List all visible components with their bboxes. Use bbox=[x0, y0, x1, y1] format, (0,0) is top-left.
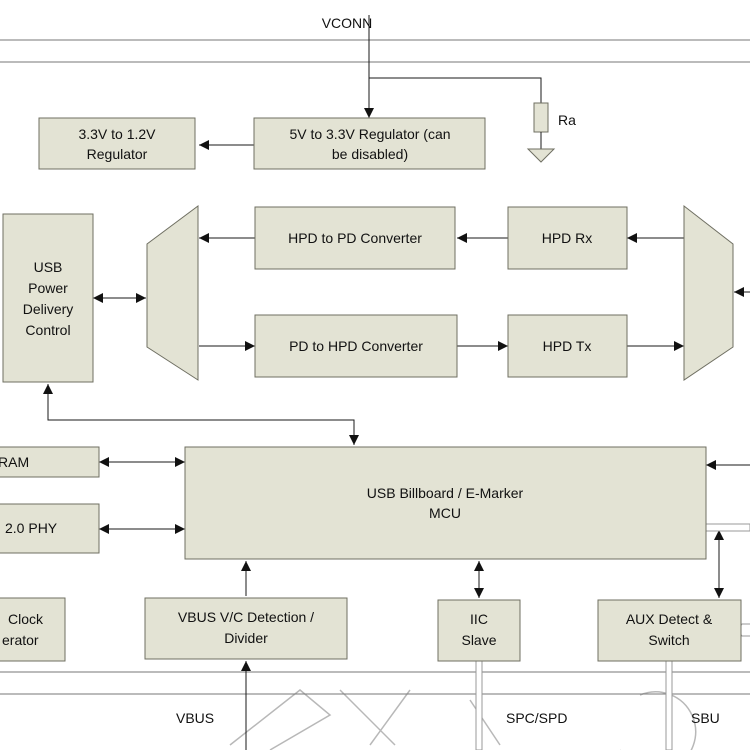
spc-spd-signal-label: SPC/SPD bbox=[506, 710, 567, 726]
watermark-decoration bbox=[229, 689, 697, 750]
ram-label: RAM bbox=[0, 454, 29, 470]
ground-icon bbox=[526, 148, 556, 163]
clock-generator-block bbox=[0, 597, 66, 662]
usb-pd-line3: Delivery bbox=[23, 301, 74, 317]
iic-line2: Slave bbox=[461, 632, 496, 648]
vbus-detection-block bbox=[144, 597, 348, 660]
regulator-3v3-line2: Regulator bbox=[87, 146, 148, 162]
ra-label: Ra bbox=[558, 112, 576, 128]
clock-line2: erator bbox=[2, 632, 39, 648]
hpd-tx-label: HPD Tx bbox=[543, 338, 592, 354]
hpd-to-pd-label: HPD to PD Converter bbox=[288, 230, 422, 246]
hpd-to-pd-converter-block bbox=[254, 206, 456, 270]
hpd-rx-label: HPD Rx bbox=[542, 230, 593, 246]
vbus-detect-line2: Divider bbox=[224, 630, 268, 646]
aux-line1: AUX Detect & bbox=[626, 611, 713, 627]
right-mux bbox=[683, 204, 734, 381]
regulator-5v-line2: be disabled) bbox=[332, 146, 408, 162]
pd-to-hpd-label: PD to HPD Converter bbox=[289, 338, 423, 354]
mcu-block bbox=[184, 446, 707, 560]
vbus-signal-label: VBUS bbox=[176, 710, 214, 726]
hpd-tx-block bbox=[507, 314, 628, 378]
mcu-line2: MCU bbox=[429, 505, 461, 521]
aux-line2: Switch bbox=[648, 632, 689, 648]
mcu-line1: USB Billboard / E-Marker bbox=[367, 485, 524, 501]
chip-boundary bbox=[0, 39, 750, 695]
usb-phy-block bbox=[0, 503, 100, 554]
clock-line1: Clock bbox=[8, 611, 44, 627]
vbus-detect-line1: VBUS V/C Detection / bbox=[178, 609, 314, 625]
usb-pd-line2: Power bbox=[28, 280, 68, 296]
iic-line1: IIC bbox=[470, 611, 488, 627]
hpd-rx-block bbox=[507, 206, 628, 270]
usb-pd-line1: USB bbox=[34, 259, 63, 275]
aux-detect-switch-block bbox=[597, 599, 742, 662]
vconn-label: VCONN bbox=[322, 15, 373, 31]
usb-pd-line4: Control bbox=[25, 322, 70, 338]
ra-resistor bbox=[526, 102, 556, 163]
ram-block bbox=[0, 446, 100, 478]
regulator-5v-line1: 5V to 3.3V Regulator (can bbox=[289, 126, 450, 142]
usb-phy-label: 2.0 PHY bbox=[5, 520, 58, 536]
left-mux bbox=[146, 205, 199, 381]
regulator-3v3-to-1v2-block bbox=[38, 117, 196, 170]
wires bbox=[43, 15, 750, 750]
regulator-3v3-line1: 3.3V to 1.2V bbox=[78, 126, 156, 142]
regulator-5v-to-3v3-block bbox=[253, 117, 486, 170]
pd-to-hpd-converter-block bbox=[254, 314, 458, 378]
sbu-signal-label: SBU bbox=[691, 710, 720, 726]
iic-slave-block bbox=[437, 599, 521, 662]
usb-pd-control-block bbox=[2, 213, 94, 383]
